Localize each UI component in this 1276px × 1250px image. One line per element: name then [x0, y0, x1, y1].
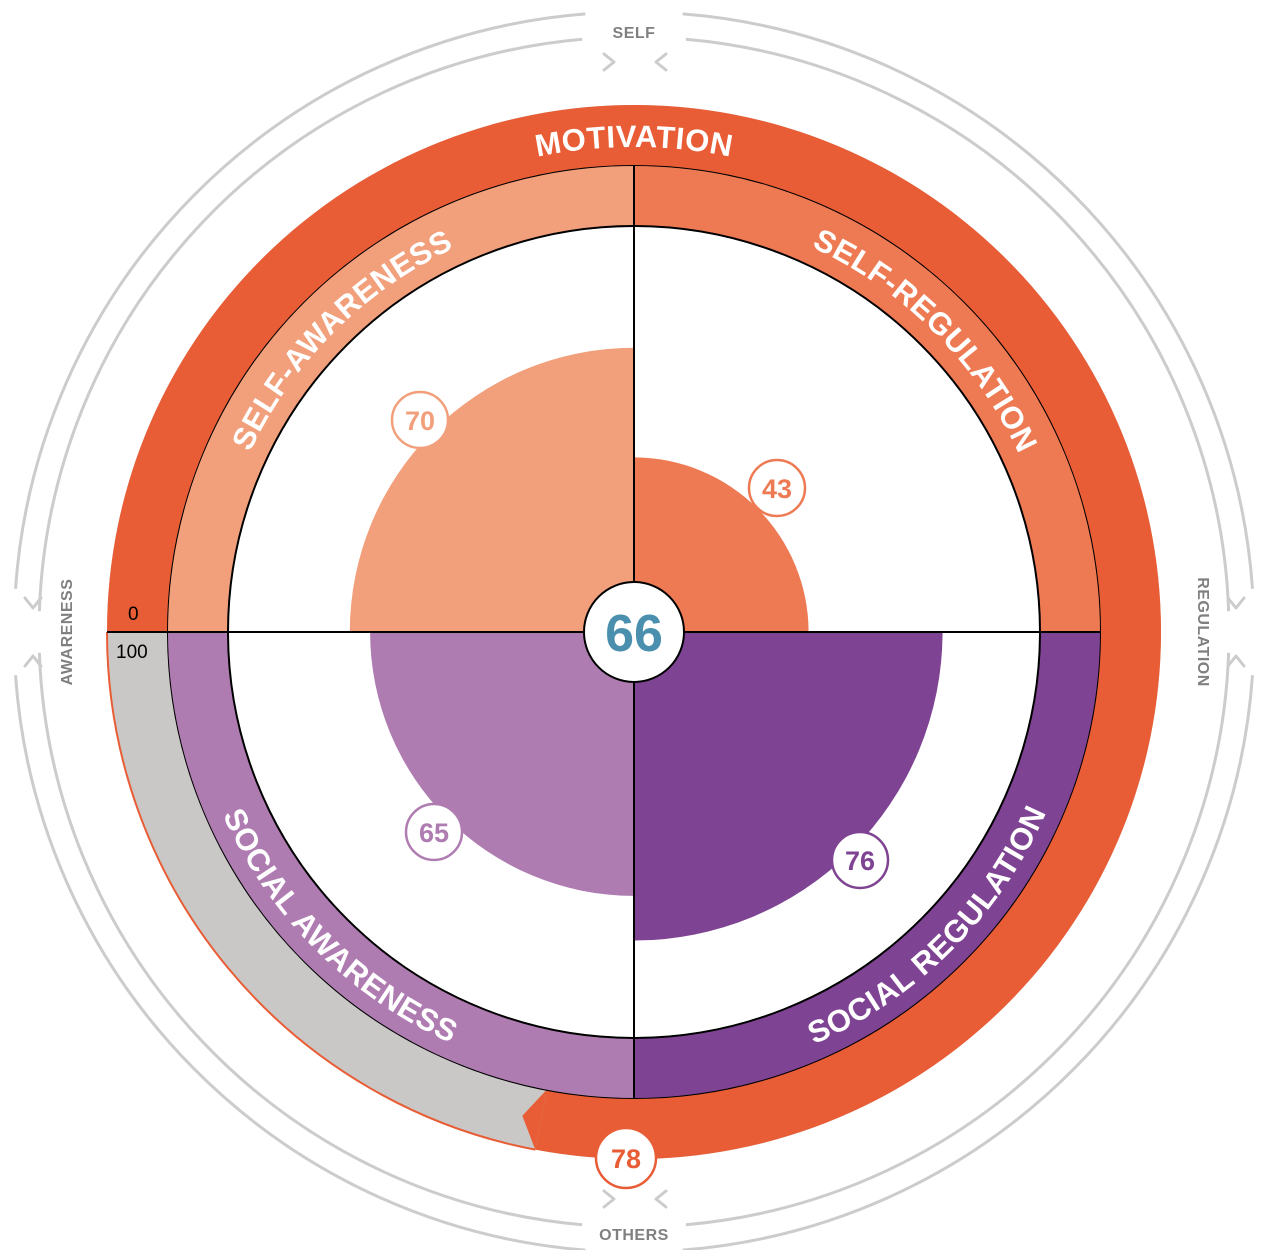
- arrow-arc: [14, 675, 586, 1250]
- score-badge-2: [404, 802, 464, 862]
- score-value-1: 43: [762, 474, 792, 504]
- band-0: [168, 166, 634, 632]
- arrow-arc: [682, 12, 1254, 589]
- band-2: [168, 632, 634, 1098]
- arrow-arc: [682, 675, 1254, 1250]
- axis-label-awareness: AWARENESS: [59, 579, 76, 686]
- score-value-3: 76: [845, 846, 875, 876]
- score-badge-3: [830, 830, 890, 890]
- motivation-score-badge: [594, 1126, 658, 1190]
- motivation-arc-tip: [522, 1089, 547, 1150]
- arrowhead: [1226, 654, 1246, 668]
- quadrant-bar-3: [634, 632, 943, 941]
- motivation-remainder-outline: [106, 631, 536, 1151]
- scale-min-label: 0: [128, 604, 139, 625]
- quadrant-fills: [349, 347, 943, 941]
- arrow-arc: [37, 652, 583, 1227]
- score-value-2: 65: [419, 818, 449, 848]
- scale-max-label: 100: [116, 642, 148, 663]
- motivation-score-value: 78: [611, 1144, 641, 1174]
- arrowhead: [23, 654, 43, 668]
- band-1: [634, 166, 1100, 632]
- arrow-arc: [37, 37, 583, 612]
- arrow-arc: [14, 12, 586, 589]
- score-badge-0: [390, 390, 450, 450]
- arrowhead: [602, 52, 616, 72]
- axis-label-regulation: REGULATION: [1194, 577, 1211, 687]
- axis-label-self: SELF: [613, 25, 656, 42]
- arrowhead: [23, 596, 43, 610]
- arrow-arc: [685, 37, 1231, 612]
- score-badge-1: [747, 458, 807, 518]
- arrowhead: [654, 1189, 668, 1209]
- arrowhead: [1226, 596, 1246, 610]
- band-3: [634, 632, 1100, 1098]
- score-value-0: 70: [405, 406, 435, 436]
- quadrant-bar-2: [370, 632, 634, 896]
- outer-arrows: [14, 12, 1254, 1250]
- overall-score-value: 66: [605, 605, 663, 663]
- quadrant-bar-1: [634, 457, 809, 632]
- badges: 70 43 65 76 78 66: [390, 390, 890, 1190]
- arrowhead: [602, 1189, 616, 1209]
- overall-score-circle: [583, 581, 685, 683]
- axis-label-others: OTHERS: [599, 1227, 669, 1244]
- arrowhead: [654, 52, 668, 72]
- arrow-arc: [685, 652, 1231, 1227]
- quadrant-bar-0: [349, 347, 634, 632]
